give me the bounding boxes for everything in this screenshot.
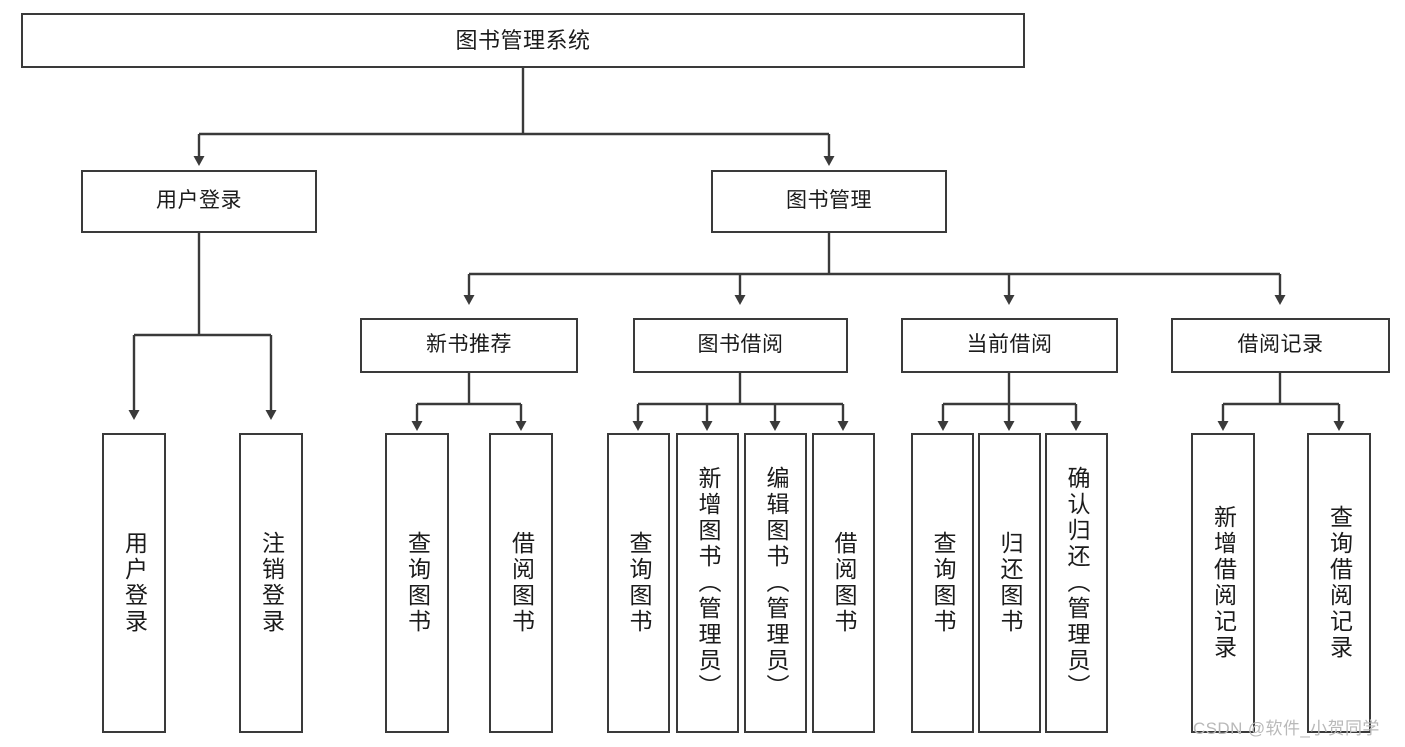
node-label: 图书借阅: [697, 333, 784, 357]
node-label: 新增借阅记录: [1210, 505, 1237, 661]
node-label: 查询图书: [404, 531, 431, 635]
node-label: 编辑图书（管理员）: [763, 466, 789, 700]
leaf-user-login[interactable]: 用户登录: [102, 433, 166, 733]
node-user-login[interactable]: 用户登录: [81, 170, 317, 233]
node-label: 归还图书: [997, 531, 1023, 635]
node-label: 当前借阅: [966, 333, 1053, 357]
node-label: 图书管理系统: [455, 27, 591, 53]
node-label: 确认归还（管理员）: [1064, 466, 1090, 700]
node-current-borrow[interactable]: 当前借阅: [901, 318, 1118, 373]
leaf-add-book-admin[interactable]: 新增图书（管理员）: [676, 433, 739, 733]
leaf-logout[interactable]: 注销登录: [239, 433, 303, 733]
node-label: 图书管理: [786, 189, 872, 213]
node-book-borrow[interactable]: 图书借阅: [633, 318, 848, 373]
leaf-borrow-book-recommend[interactable]: 借阅图书: [489, 433, 553, 733]
node-label: 查询借阅记录: [1326, 505, 1353, 661]
node-label: 查询图书: [626, 531, 652, 635]
leaf-query-borrow-record[interactable]: 查询借阅记录: [1307, 433, 1371, 733]
node-new-book-recommend[interactable]: 新书推荐: [360, 318, 578, 373]
node-label: 查询图书: [930, 531, 956, 635]
node-label: 借阅图书: [508, 531, 535, 635]
node-label: 用户登录: [121, 531, 148, 635]
leaf-borrow-book-borrow[interactable]: 借阅图书: [812, 433, 875, 733]
leaf-confirm-return-admin[interactable]: 确认归还（管理员）: [1045, 433, 1108, 733]
node-label: 新书推荐: [426, 333, 512, 357]
node-root-book-management-system[interactable]: 图书管理系统: [21, 13, 1025, 68]
leaf-add-borrow-record[interactable]: 新增借阅记录: [1191, 433, 1255, 733]
leaf-query-book-borrow[interactable]: 查询图书: [607, 433, 670, 733]
leaf-query-book-current[interactable]: 查询图书: [911, 433, 974, 733]
leaf-query-book-recommend[interactable]: 查询图书: [385, 433, 449, 733]
node-label: 用户登录: [156, 189, 242, 213]
leaf-edit-book-admin[interactable]: 编辑图书（管理员）: [744, 433, 807, 733]
csdn-watermark: CSDN @软件_小贺同学: [1193, 719, 1380, 738]
node-label: 借阅记录: [1237, 333, 1324, 357]
node-book-management[interactable]: 图书管理: [711, 170, 947, 233]
leaf-return-book[interactable]: 归还图书: [978, 433, 1041, 733]
node-borrow-record[interactable]: 借阅记录: [1171, 318, 1390, 373]
node-label: 新增图书（管理员）: [695, 466, 721, 700]
node-label: 借阅图书: [831, 531, 857, 635]
node-label: 注销登录: [258, 531, 285, 635]
